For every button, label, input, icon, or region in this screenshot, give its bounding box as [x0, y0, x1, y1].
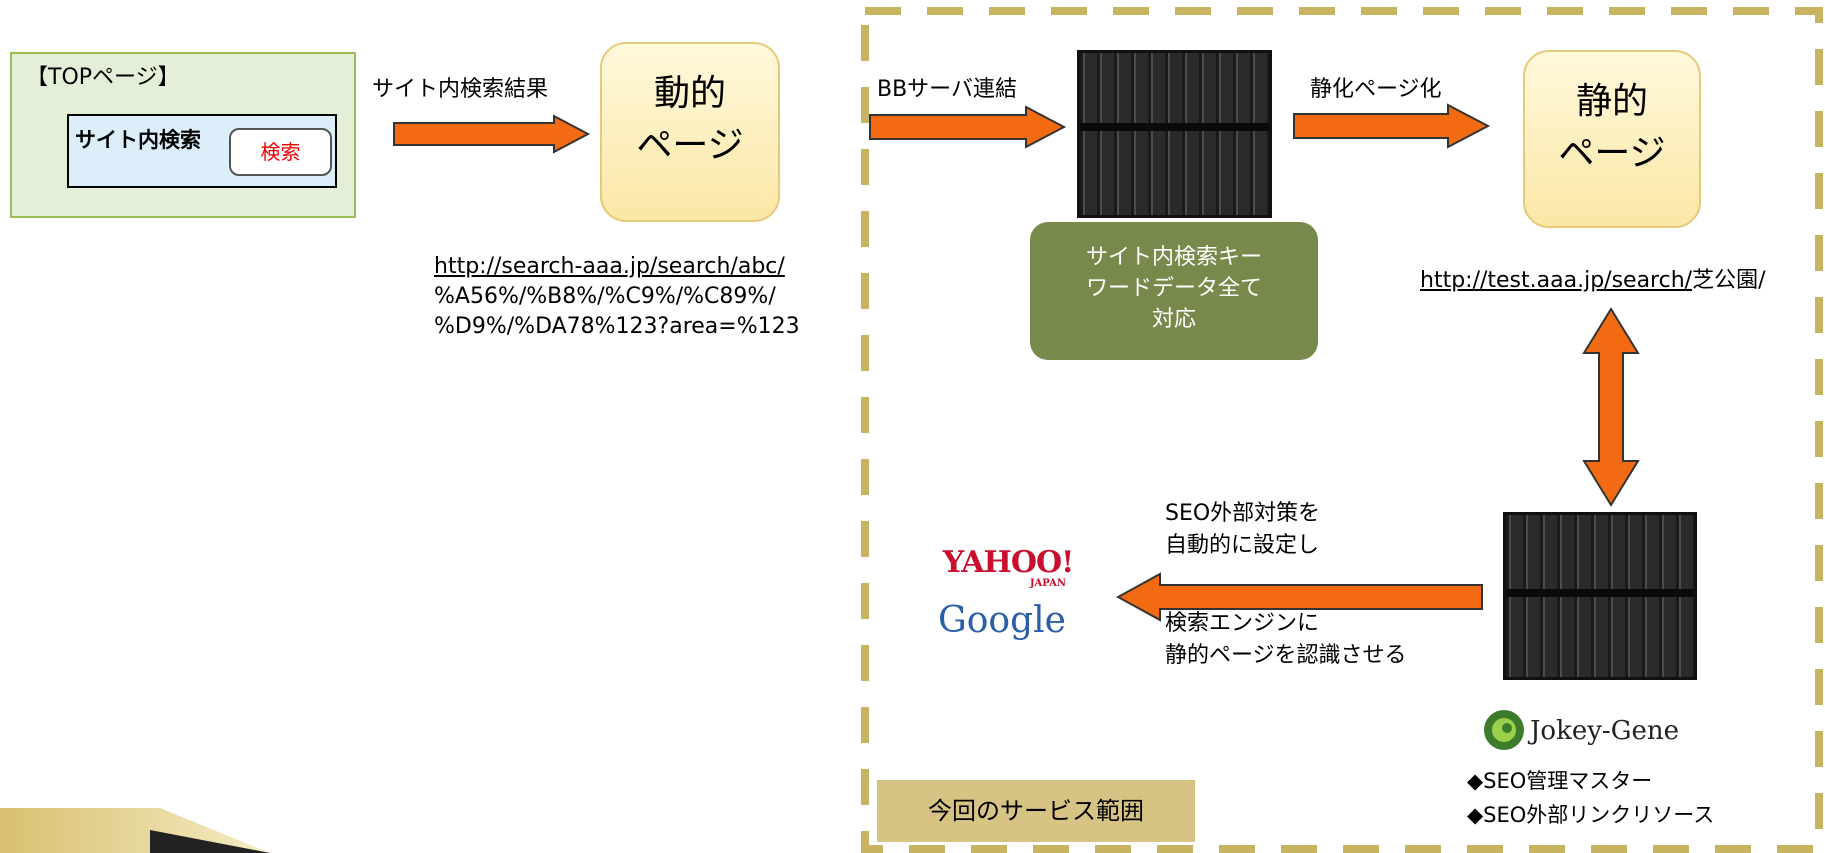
engine-text-line1: 検索エンジンに: [1165, 611, 1320, 636]
corner-decoration: [0, 808, 270, 853]
server-image-icon: [1503, 512, 1697, 680]
top-page-title: 【TOPページ】: [26, 65, 180, 90]
site-search-box: サイト内検索 検索: [67, 114, 337, 188]
top-page-box: 【TOPページ】 サイト内検索 検索: [10, 52, 356, 218]
server-image-icon: [1077, 50, 1272, 218]
arrow-left-icon: [1116, 572, 1483, 622]
static-url: http://test.aaa.jp/search/芝公園/: [1420, 266, 1765, 296]
dynamic-url-line2: %A56%/%B8%/%C9%/%C89%/: [434, 284, 776, 309]
arrow3-label: 静化ページ化: [1310, 77, 1442, 102]
arrow2-label: BBサーバ連結: [877, 77, 1017, 102]
keyword-data-line3: 対応: [1151, 307, 1196, 332]
seo-text-line1: SEO外部対策を: [1165, 501, 1321, 526]
search-button[interactable]: 検索: [229, 128, 332, 176]
static-url-link[interactable]: http://test.aaa.jp/search/: [1420, 268, 1693, 293]
engine-text-line2: 静的ページを認識させる: [1165, 643, 1407, 668]
yahoo-logo-sub: JAPAN: [1029, 578, 1066, 589]
yahoo-logo-text: YAHOO!: [942, 545, 1075, 580]
bullet-item: ◆SEO管理マスター: [1467, 769, 1653, 793]
arrow-right-icon: [393, 114, 591, 154]
site-search-label: サイト内検索: [75, 128, 201, 152]
arrow-right-icon: [1293, 103, 1491, 149]
static-url-suffix: 芝公園/: [1692, 268, 1766, 293]
keyword-data-box: サイト内検索キー ワードデータ全て 対応: [1030, 222, 1318, 360]
double-arrow-icon: [1582, 307, 1640, 507]
bullet-list: ◆SEO管理マスター ◆SEO外部リンクリソース: [1467, 764, 1714, 832]
yahoo-logo: YAHOO! JAPAN: [928, 548, 1088, 590]
google-logo: Google: [938, 600, 1066, 641]
bullet-item: ◆SEO外部リンクリソース: [1467, 803, 1715, 827]
static-page-line1: 静的: [1575, 81, 1648, 122]
jokey-gene-logo: Jokey-Gene: [1530, 716, 1679, 746]
static-page-box: 静的 ページ: [1523, 50, 1701, 228]
keyword-data-line2: ワードデータ全て: [1085, 276, 1262, 301]
seo-text: SEO外部対策を 自動的に設定し: [1165, 498, 1320, 562]
dynamic-page-line2: ページ: [636, 125, 744, 166]
static-page-line2: ページ: [1558, 133, 1666, 174]
dynamic-url-line3: %D9%/%DA78%123?area=%123: [434, 314, 800, 339]
engine-text: 検索エンジンに 静的ページを認識させる: [1165, 608, 1407, 672]
dynamic-url-link[interactable]: http://search-aaa.jp/search/abc/: [434, 254, 785, 279]
service-scope-label: 今回のサービス範囲: [877, 780, 1195, 842]
jokey-gene-swirl-icon: [1484, 710, 1524, 750]
seo-text-line2: 自動的に設定し: [1165, 533, 1320, 558]
arrow1-label: サイト内検索結果: [372, 77, 549, 102]
dynamic-page-line1: 動的: [653, 73, 726, 114]
dynamic-page-box: 動的 ページ: [600, 42, 780, 222]
arrow-right-icon: [869, 105, 1067, 149]
dynamic-url: http://search-aaa.jp/search/abc/ %A56%/%…: [434, 252, 800, 342]
keyword-data-line1: サイト内検索キー: [1085, 245, 1262, 270]
